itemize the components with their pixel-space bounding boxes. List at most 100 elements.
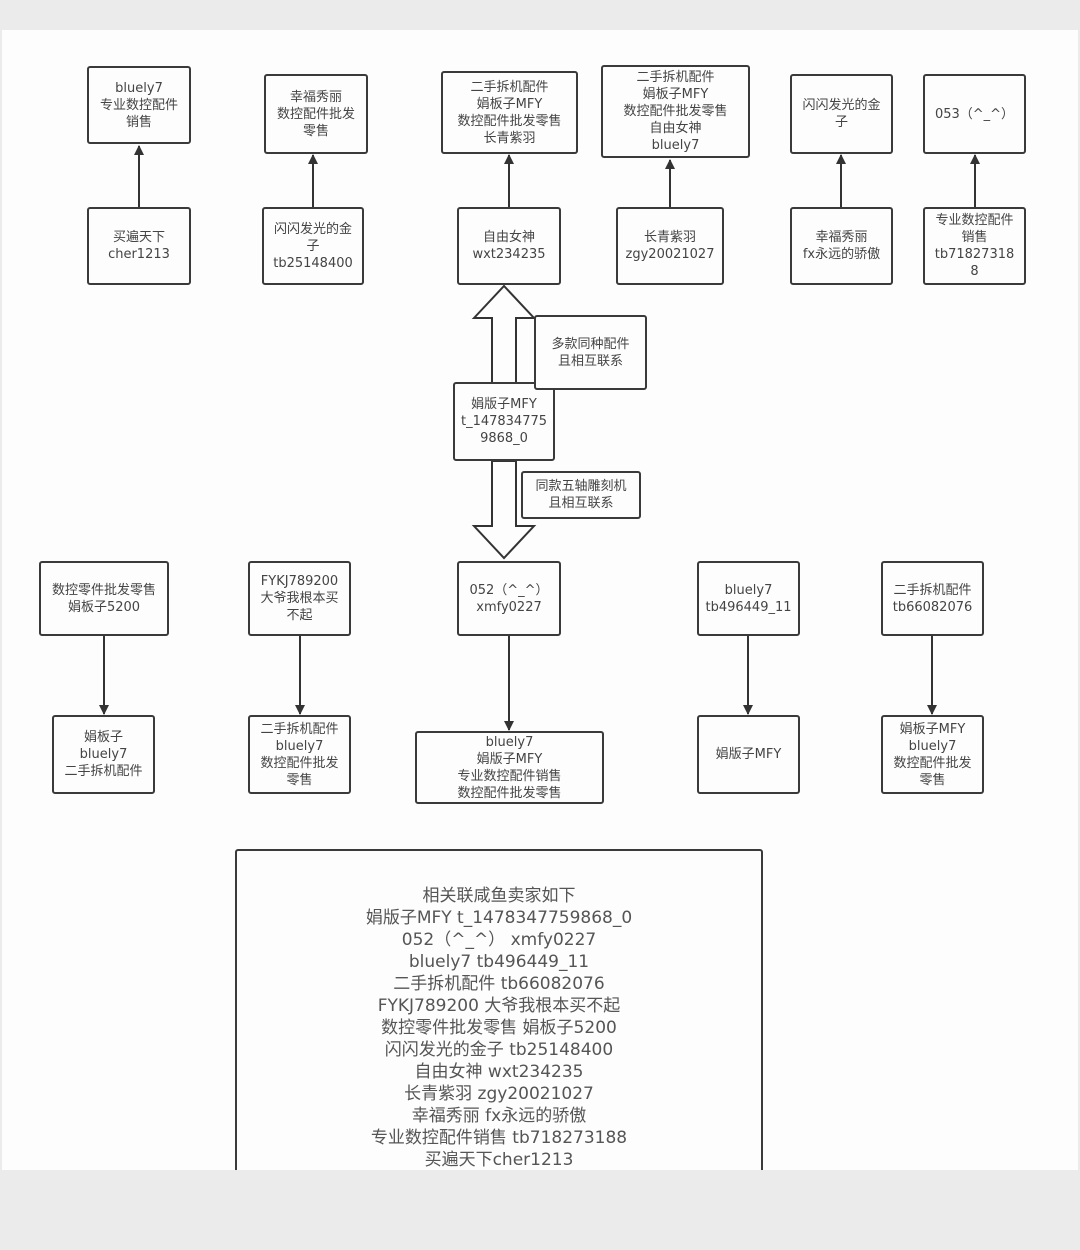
text-line: bluely7 tb496449_11 — [408, 952, 590, 972]
seller-node-top-5: 闪闪发光的金子 — [790, 74, 893, 154]
center-seller-node: 娟版子MFY t_147834775 9868_0 — [453, 382, 555, 461]
text-line: bluely7 — [724, 582, 773, 598]
text-line: tb25148400 — [273, 255, 353, 271]
text-line: 多款同种配件 — [551, 336, 630, 352]
text-line: 娟板子5200 — [67, 599, 141, 615]
text-line: 数控配件批发 — [260, 755, 339, 771]
text-line: 数控配件批发零售 — [457, 113, 562, 129]
text-line: 不起 — [286, 608, 313, 623]
text-line: 专业数控配件 — [935, 213, 1014, 228]
text-line: 销售 — [961, 230, 988, 245]
text-line: FYKJ789200 — [260, 574, 339, 589]
text-line: 同款五轴雕刻机 — [535, 479, 627, 494]
text-line: 数控配件批发零售 — [457, 785, 562, 801]
text-line: 大爷我根本买 — [260, 591, 339, 606]
text-line: cher1213 — [108, 247, 170, 262]
seller-node-third-3: 052（^_^）xmfy0227 — [457, 561, 561, 636]
label-multiple-parts: 多款同种配件且相互联系 — [534, 315, 647, 390]
text-line: 幸福秀丽 fx永远的骄傲 — [411, 1106, 587, 1126]
text-line: fx永远的骄傲 — [802, 247, 881, 262]
text-line: 买遍天下cher1213 — [424, 1150, 574, 1170]
text-line: tb71827318 — [934, 247, 1015, 262]
text-line: 相关联咸鱼卖家如下 — [422, 886, 576, 906]
text-line: 数控配件批发零售 — [623, 104, 728, 119]
text-line: 数控配件批发 — [276, 106, 355, 122]
text-line: 9868_0 — [480, 431, 528, 446]
seller-node-second-1: 买遍天下 cher1213 — [87, 207, 191, 285]
text-line: xmfy0227 — [476, 599, 542, 615]
seller-node-second-4: 长青紫羽 zgy20021027 — [616, 207, 724, 285]
seller-node-bottom-1: 娟板子 bluely7 二手拆机配件 — [52, 715, 155, 794]
text-line: 娟板子MFY — [476, 96, 543, 112]
text-line: zgy20021027 — [625, 247, 715, 262]
text-line: 长青紫羽 zgy20021027 — [404, 1084, 594, 1104]
text-line: 专业数控配件销售 — [457, 768, 562, 784]
text-line: 幸福秀丽 — [815, 230, 868, 245]
text-line: 053（^_^） — [934, 106, 1015, 122]
text-line: 且相互联系 — [548, 496, 614, 511]
text-line: 自由女神 — [649, 121, 702, 136]
text-line: 自由女神 — [482, 230, 535, 245]
text-line: 自由女神 wxt234235 — [414, 1062, 584, 1082]
text-line: bluely7 — [275, 738, 324, 754]
text-line: 数控零件批发零售 娟板子5200 — [381, 1018, 617, 1038]
screen-bottom-band — [0, 1170, 1080, 1250]
text-line: 买遍天下 — [112, 230, 165, 245]
text-line: 闪闪发光的金子 tb25148400 — [384, 1040, 614, 1060]
text-line: 052（^_^） xmfy0227 — [401, 930, 597, 950]
text-line: 闪闪发光的金 — [273, 221, 352, 237]
text-line: 闪闪发光的金 — [802, 98, 881, 113]
text-line: 二手拆机配件 — [260, 721, 339, 737]
text-line: 娟板子MFY — [642, 87, 709, 102]
text-line: 长青紫羽 — [643, 230, 696, 245]
text-line: wxt234235 — [472, 247, 546, 262]
text-line: bluely7 — [115, 80, 163, 96]
text-line: 且相互联系 — [557, 353, 623, 369]
text-line: 二手拆机配件 tb66082076 — [393, 974, 605, 994]
text-line: 二手拆机配件 — [893, 582, 972, 598]
seller-node-top-6: 053（^_^） — [923, 74, 1026, 154]
text-line: 娟版子MFY t_1478347759868_0 — [365, 908, 633, 928]
text-line: 专业数控配件 — [99, 97, 178, 113]
text-line: bluely7 — [651, 138, 700, 153]
text-line: 零售 — [302, 123, 329, 139]
text-line: 数控配件批发 — [893, 755, 972, 771]
text-line: 二手拆机配件 — [636, 70, 715, 85]
seller-node-second-3: 自由女神 wxt234235 — [457, 207, 561, 285]
text-line: bluely7 — [908, 738, 957, 754]
text-line: 零售 — [286, 772, 313, 788]
text-line: tb496449_11 — [705, 599, 792, 615]
text-line: FYKJ789200 大爷我根本买不起 — [377, 996, 621, 1016]
text-line: 幸福秀丽 — [289, 89, 342, 105]
text-line: 娟版子MFY — [471, 397, 537, 412]
text-line: 052（^_^） — [469, 582, 549, 598]
seller-node-bottom-4: 娟版子MFY — [697, 715, 800, 794]
seller-node-second-5: 幸福秀丽 fx永远的骄傲 — [790, 207, 893, 285]
seller-node-second-6: 专业数控配件销售 tb71827318 8 — [923, 207, 1026, 285]
text-line: 娟板子 — [83, 730, 123, 745]
text-line: 娟板子MFY — [899, 721, 966, 737]
text-line: 子 — [834, 115, 848, 130]
seller-node-third-1: 数控零件批发零售娟板子5200 — [39, 561, 169, 636]
text-line: bluely7 — [79, 747, 128, 762]
label-same-engraver: 同款五轴雕刻机且相互联系 — [521, 471, 641, 519]
text-line: 数控零件批发零售 — [51, 582, 156, 598]
text-line: 零售 — [919, 772, 946, 788]
text-line: 二手拆机配件 — [64, 764, 143, 779]
text-line: t_147834775 — [460, 414, 548, 429]
text-line: 销售 — [125, 114, 152, 130]
text-line: tb66082076 — [892, 599, 973, 615]
text-line: bluely7 — [485, 734, 534, 750]
text-line: 娟版子MFY — [476, 751, 543, 767]
text-line: 专业数控配件销售 tb718273188 — [370, 1128, 628, 1148]
text-line: 8 — [970, 264, 979, 279]
seller-node-top-2: 幸福秀丽数控配件批发零售 — [264, 74, 368, 154]
